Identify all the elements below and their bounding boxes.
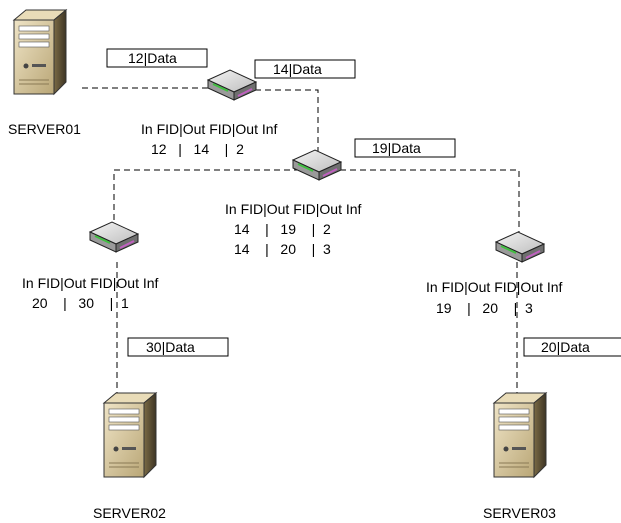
- router-a-table-row: 12 | 14 | 2: [151, 141, 244, 157]
- router-b-table-row: 14 | 19 | 2: [234, 221, 331, 237]
- packet-19-label: 19|Data: [372, 140, 421, 156]
- packet-14-label: 14|Data: [273, 61, 322, 77]
- server02-label: SERVER02: [93, 505, 166, 521]
- packet-19-box: 19|Data: [354, 138, 456, 158]
- router-a-icon: [207, 69, 257, 101]
- router-b-table-row: 14 | 20 | 3: [234, 241, 331, 257]
- server01-label: SERVER01: [8, 121, 81, 137]
- router-d-table-row: 19 | 20 | 3: [436, 300, 533, 316]
- router-d-icon: [495, 231, 545, 263]
- router-c-table-header: In FID|Out FID|Out Inf: [22, 275, 159, 291]
- server02-icon: [103, 392, 157, 478]
- packet-30-label: 30|Data: [146, 339, 195, 355]
- router-a-table-header: In FID|Out FID|Out Inf: [141, 121, 278, 137]
- router-d-table: In FID|Out FID|Out Inf 19 | 20 | 3: [426, 279, 563, 316]
- link-router-b-right: [340, 169, 520, 232]
- server01-icon: [13, 9, 67, 95]
- packet-20-box: 20|Data: [523, 337, 621, 357]
- router-b-table-header: In FID|Out FID|Out Inf: [225, 201, 362, 217]
- router-c-icon: [89, 221, 139, 253]
- router-c-table-row: 20 | 30 | 1: [32, 295, 129, 311]
- router-c-table: In FID|Out FID|Out Inf 20 | 30 | 1: [22, 275, 159, 311]
- packet-14-box: 14|Data: [254, 59, 356, 79]
- server03-label: SERVER03: [483, 505, 556, 521]
- router-a-table: In FID|Out FID|Out Inf 12 | 14 | 2: [141, 121, 278, 157]
- router-b-table: In FID|Out FID|Out Inf 14 | 19 | 2 14 | …: [225, 201, 362, 257]
- router-b-icon: [292, 149, 342, 181]
- packet-12-box: 12|Data: [106, 48, 208, 68]
- packet-30-box: 30|Data: [127, 337, 229, 357]
- link-router-a-router-b: [255, 89, 319, 160]
- packet-20-label: 20|Data: [541, 339, 590, 355]
- link-router-b-left: [113, 169, 300, 230]
- server03-icon: [493, 392, 547, 478]
- router-d-table-header: In FID|Out FID|Out Inf: [426, 279, 563, 295]
- packet-12-label: 12|Data: [128, 50, 177, 66]
